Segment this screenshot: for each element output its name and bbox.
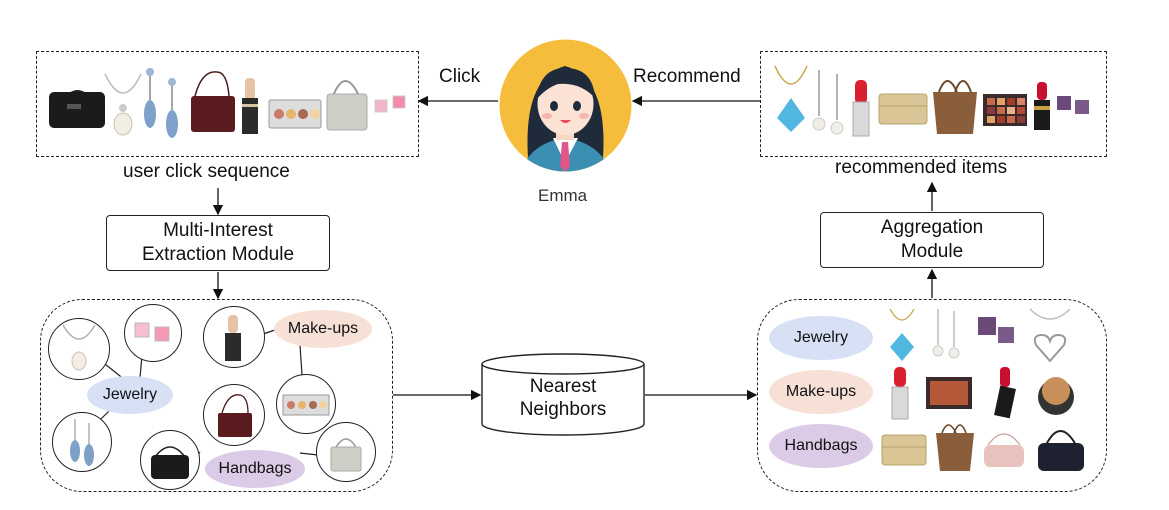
- nearest-neighbors-database: [481, 353, 645, 436]
- recommended-items-label: recommended items: [835, 157, 1008, 178]
- beige-clutch-icon: [881, 434, 927, 466]
- candidate-items-grid: [881, 308, 1084, 471]
- recommended-items-box: [760, 51, 1107, 157]
- candidate-items-cluster: [757, 299, 1107, 492]
- black-shoulder-bag-icon: [1038, 430, 1084, 471]
- blue-earrings-circle: [52, 412, 112, 472]
- blue-pendant-icon: [774, 65, 808, 132]
- nearest-line2: Neighbors: [519, 399, 607, 420]
- red-palette-icon: [983, 94, 1027, 126]
- user-interests-cluster: [40, 299, 393, 492]
- compact-powder-icon: [1038, 377, 1074, 415]
- black-lipstick-icon: [1034, 82, 1050, 130]
- aggregation-line2: Module: [900, 241, 964, 262]
- burgundy-purse-icon: [218, 394, 252, 437]
- interest-jewelry-right: Jewelry: [769, 316, 873, 360]
- burgundy-purse-icon: [191, 71, 235, 132]
- emma-avatar: [499, 39, 632, 172]
- black-handbag-circle: [140, 430, 200, 490]
- burgundy-purse-circle: [203, 384, 265, 446]
- nearest-line1: Nearest: [529, 376, 597, 397]
- red-palette-icon: [926, 377, 972, 409]
- multi-interest-extraction-module: Multi-Interest Extraction Module: [106, 215, 330, 271]
- blue-earrings-icon: [70, 419, 94, 466]
- recommend-label: Recommend: [633, 66, 741, 87]
- click-sequence-items: [49, 68, 406, 138]
- beige-clutch-icon: [878, 93, 928, 125]
- pink-earrings-icon: [374, 95, 406, 113]
- click-label: Click: [439, 66, 481, 87]
- pearl-earrings-icon: [932, 309, 960, 359]
- interest-jewelry-left: Jewelry: [87, 376, 173, 414]
- pearl-necklace-icon: [104, 73, 142, 136]
- lipstick-icon: [225, 315, 241, 361]
- pink-earrings-circle: [124, 304, 182, 362]
- multi-interest-line2: Extraction Module: [141, 244, 295, 265]
- pink-earrings-icon: [134, 322, 170, 342]
- pearl-necklace-circle: [48, 318, 110, 380]
- silver-handbag-icon: [330, 438, 362, 472]
- pearl-earrings-icon: [812, 70, 844, 135]
- interest-handbags-left: Handbags: [205, 450, 305, 488]
- aggregation-line1: Aggregation: [880, 217, 984, 238]
- aggregation-module: Aggregation Module: [820, 212, 1044, 268]
- user-name-label: Emma: [538, 186, 588, 205]
- red-lipstick-icon: [852, 80, 870, 137]
- lipstick-circle: [203, 306, 265, 368]
- interest-handbags-right: Handbags: [769, 424, 873, 468]
- black-handbag-icon: [151, 446, 189, 479]
- user-click-sequence-box: [36, 51, 419, 157]
- purple-earrings-icon: [1057, 96, 1089, 114]
- brown-tote-icon: [933, 80, 977, 134]
- silver-handbag-circle: [316, 422, 376, 482]
- eyeshadow-palette-circle: [276, 374, 336, 434]
- eyeshadow-palette-icon: [268, 99, 322, 129]
- brown-tote-icon: [936, 424, 974, 471]
- user-click-sequence-label: user click sequence: [123, 161, 290, 182]
- blue-earrings-icon: [144, 68, 178, 138]
- black-handbag-icon: [49, 90, 105, 128]
- nearest-neighbors-label: Nearest Neighbors: [480, 375, 646, 421]
- eyeshadow-palette-icon: [282, 394, 330, 416]
- purple-earrings-icon: [978, 317, 1014, 343]
- lipstick-icon: [242, 78, 258, 134]
- pearl-necklace-icon: [62, 324, 96, 371]
- recommended-items: [774, 65, 1089, 137]
- red-lipstick-icon: [891, 367, 909, 420]
- blue-pendant-icon: [889, 308, 915, 361]
- multi-interest-line1: Multi-Interest: [163, 220, 273, 241]
- pink-crossbody-icon: [984, 433, 1024, 467]
- heart-necklace-icon: [1029, 308, 1071, 363]
- interest-makeups-left: Make-ups: [274, 310, 372, 348]
- black-lipstick-icon: [994, 367, 1016, 419]
- interest-makeups-right: Make-ups: [769, 370, 873, 414]
- silver-handbag-icon: [326, 80, 368, 131]
